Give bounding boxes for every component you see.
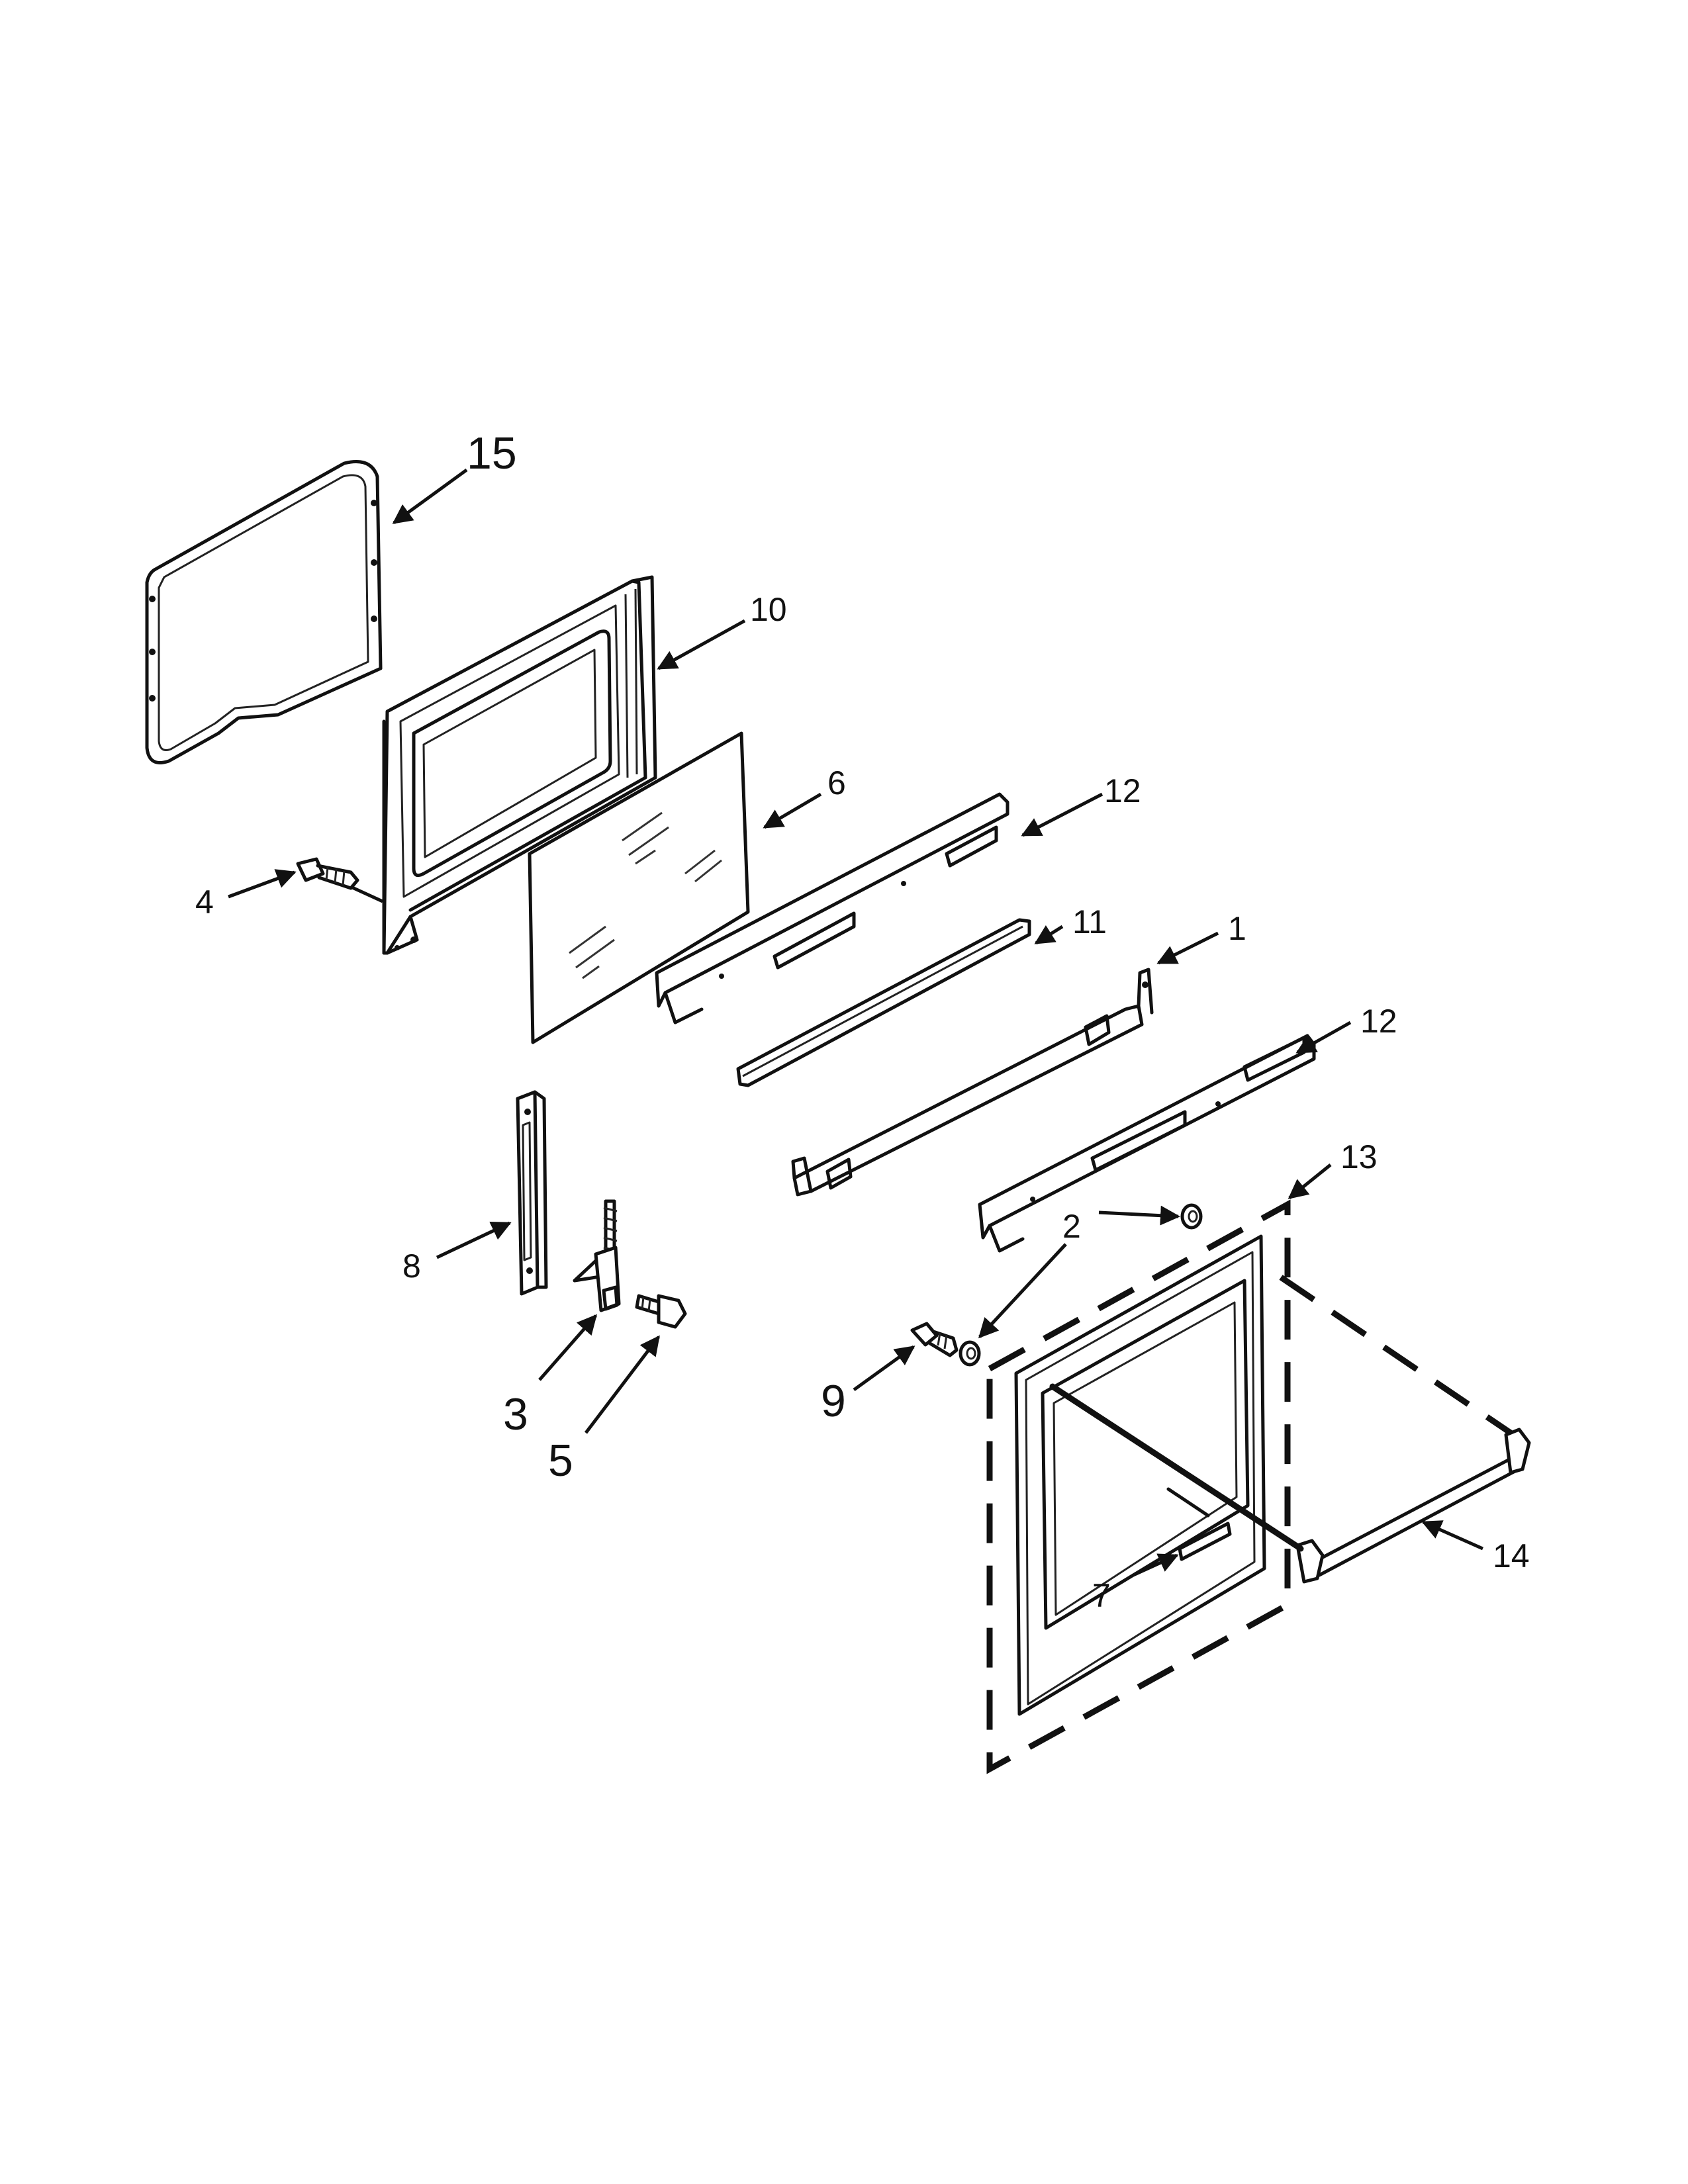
callout-13: 13 — [1340, 1138, 1378, 1175]
outer-door-assembly — [986, 1199, 1291, 1774]
leader-15 — [392, 468, 468, 525]
leader-9 — [853, 1345, 915, 1392]
leader-12-a — [1021, 792, 1103, 837]
leader-4-a — [228, 869, 297, 899]
upper-trim-rail — [655, 792, 1009, 1024]
leader-2-b — [978, 1243, 1067, 1339]
leader-6 — [763, 792, 822, 829]
callout-8: 8 — [402, 1248, 421, 1285]
callout-12-a: 12 — [1104, 772, 1141, 809]
hinge-channel — [791, 968, 1154, 1197]
callout-2: 2 — [1062, 1208, 1081, 1245]
door-hinge — [573, 1199, 621, 1312]
callout-1: 1 — [1228, 910, 1246, 947]
leader-2-a — [1098, 1205, 1180, 1226]
leader-12-b — [1295, 1021, 1352, 1054]
callout-7: 7 — [1092, 1577, 1111, 1614]
leader-10 — [657, 619, 746, 670]
callout-12-b: 12 — [1360, 1003, 1397, 1040]
leader-4-b — [350, 885, 384, 903]
screw-9 — [910, 1322, 959, 1357]
door-handle — [1049, 1275, 1531, 1584]
callout-14: 14 — [1493, 1537, 1530, 1574]
callout-5: 5 — [548, 1435, 573, 1486]
callout-4: 4 — [195, 884, 214, 921]
leader-5 — [585, 1335, 660, 1434]
leader-7 — [1132, 1553, 1179, 1577]
screw-5 — [635, 1294, 687, 1329]
leader-13 — [1288, 1163, 1332, 1199]
callout-10: 10 — [750, 591, 787, 628]
door-gasket — [145, 460, 383, 764]
leader-11 — [1034, 925, 1064, 945]
callout-11: 11 — [1072, 903, 1107, 940]
callout-9: 9 — [821, 1376, 846, 1426]
inner-door-panel — [382, 575, 657, 955]
hinge-bracket — [516, 1090, 548, 1296]
baffle-strip — [736, 918, 1031, 1087]
leader-3 — [538, 1314, 597, 1381]
door-glass — [528, 731, 750, 1044]
nameplate — [1166, 1487, 1232, 1561]
callout-3: 3 — [503, 1389, 528, 1439]
callout-15: 15 — [467, 428, 517, 478]
leader-8 — [436, 1221, 512, 1259]
screw-4 — [296, 857, 359, 890]
spacer-lower — [959, 1340, 981, 1367]
leader-14 — [1421, 1520, 1484, 1551]
spacer-upper — [1180, 1203, 1203, 1230]
leader-1 — [1156, 931, 1219, 965]
callout-6: 6 — [827, 764, 846, 801]
